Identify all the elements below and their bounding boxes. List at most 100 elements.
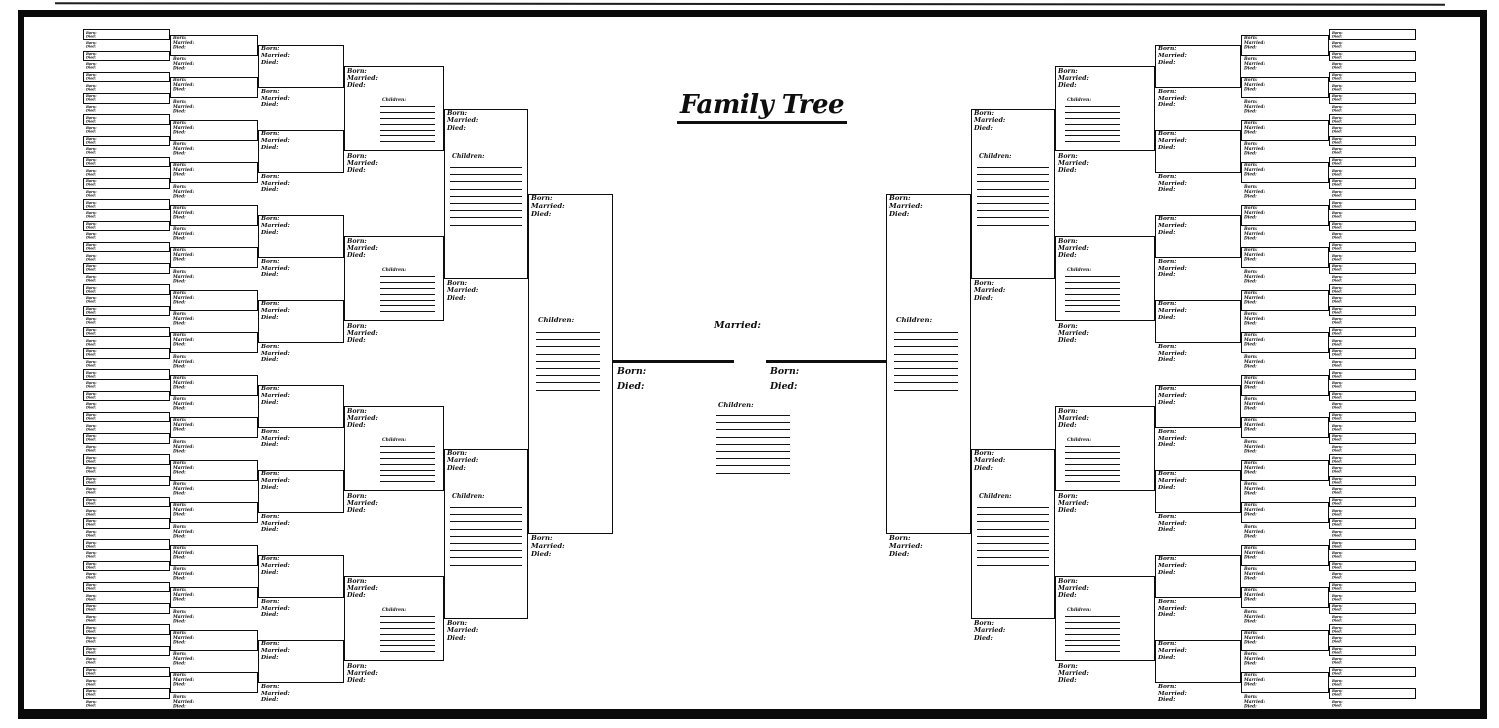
ancestor-couple-box <box>1329 496 1416 508</box>
children-writing-line <box>894 375 958 377</box>
ancestor-couple-box <box>1329 305 1416 317</box>
children-writing-line <box>380 129 435 131</box>
children-writing-line <box>977 535 1049 537</box>
center-children-writing-line <box>716 415 790 416</box>
ancestor-couple-box <box>1329 178 1416 189</box>
ancestor-couple-box <box>528 193 613 534</box>
ancestor-couple-box <box>170 77 258 99</box>
center-children-writing-line <box>716 465 790 467</box>
ancestor-couple-box <box>1241 77 1329 99</box>
ancestor-couple-box <box>1329 220 1416 232</box>
children-writing-line <box>380 633 435 635</box>
children-label: Children: <box>979 492 1012 500</box>
children-writing-line <box>977 195 1049 197</box>
children-writing-line <box>450 217 522 219</box>
ancestor-couple-box <box>971 108 1055 279</box>
children-writing-line <box>1065 123 1120 125</box>
children-writing-line <box>1065 129 1120 131</box>
ancestor-couple-box <box>83 433 170 444</box>
children-writing-line <box>1065 311 1120 313</box>
children-writing-line <box>977 542 1049 544</box>
ancestor-couple-box <box>170 34 258 56</box>
children-writing-line <box>380 639 435 641</box>
children-writing-line <box>977 506 1049 508</box>
ancestor-couple-box <box>1329 114 1416 125</box>
children-writing-line <box>450 557 522 559</box>
ancestor-couple-box <box>83 624 170 635</box>
ancestor-couple-box <box>1329 539 1416 550</box>
children-writing-line <box>380 112 435 114</box>
ancestor-couple-box <box>344 406 444 492</box>
ancestor-couple-box <box>83 348 170 359</box>
children-writing-line <box>1065 135 1120 137</box>
ancestor-couple-box <box>83 326 170 338</box>
ancestor-couple-box <box>1329 581 1416 593</box>
children-writing-line <box>1065 118 1120 120</box>
scan-edge-line <box>54 2 1446 6</box>
children-writing-line <box>1065 276 1120 278</box>
children-writing-line <box>450 521 522 523</box>
children-writing-line <box>1065 469 1120 471</box>
ancestor-couple-box <box>258 555 344 598</box>
ancestor-couple-box <box>1329 29 1416 40</box>
ancestor-couple-box <box>1241 459 1329 481</box>
ancestor-couple-box <box>170 332 258 354</box>
children-writing-line <box>977 210 1049 212</box>
ancestor-couple-box <box>83 369 170 380</box>
children-writing-line <box>450 514 522 516</box>
father-born-died-label: Born: Died: <box>617 366 647 392</box>
ancestor-couple-box <box>170 672 258 694</box>
ancestor-couple-box <box>1241 204 1329 226</box>
children-label: Children: <box>452 492 485 500</box>
ancestor-couple-box <box>1055 406 1155 492</box>
ancestor-couple-box <box>1055 576 1155 662</box>
children-writing-line <box>450 202 522 204</box>
ancestor-couple-box <box>83 390 170 402</box>
ancestor-couple-box <box>83 645 170 657</box>
ancestor-couple-box <box>1241 247 1329 269</box>
ancestor-couple-box <box>83 603 170 614</box>
ancestor-couple-box <box>83 581 170 593</box>
children-writing-line <box>450 181 522 183</box>
children-writing-line <box>450 195 522 197</box>
children-label: Children: <box>382 607 407 613</box>
children-writing-line <box>450 542 522 544</box>
ancestor-couple-box <box>1241 332 1329 354</box>
children-writing-line <box>380 458 435 460</box>
ancestor-couple-box <box>1055 236 1155 322</box>
children-writing-line <box>450 174 522 176</box>
ancestor-couple-box <box>1155 215 1241 258</box>
ancestor-couple-box <box>1155 130 1241 173</box>
married-label: Married: <box>714 320 761 331</box>
children-writing-line <box>1065 645 1120 647</box>
ancestor-couple-box <box>1329 93 1416 104</box>
ancestor-couple-box <box>170 119 258 141</box>
children-writing-line <box>450 506 522 508</box>
ancestor-couple-box <box>1329 666 1416 678</box>
center-children-label: Children: <box>718 401 754 409</box>
center-children-writing-line <box>716 458 790 460</box>
center-children-writing-line <box>716 443 790 445</box>
children-writing-line <box>894 339 958 341</box>
children-label: Children: <box>979 152 1012 160</box>
ancestor-couple-box <box>1329 199 1416 210</box>
ancestor-couple-box <box>344 66 444 152</box>
ancestor-couple-box <box>1329 454 1416 465</box>
children-label: Children: <box>1067 97 1092 103</box>
children-writing-line <box>450 166 522 168</box>
children-writing-line <box>977 188 1049 190</box>
children-label: Children: <box>538 315 575 324</box>
children-writing-line <box>1065 651 1120 653</box>
ancestor-couple-box <box>83 518 170 529</box>
children-label: Children: <box>1067 267 1092 273</box>
children-writing-line <box>450 188 522 190</box>
children-writing-line <box>380 141 435 143</box>
ancestor-couple-box <box>1329 433 1416 444</box>
children-writing-line <box>1065 452 1120 454</box>
children-writing-line <box>1065 141 1120 143</box>
children-writing-line <box>1065 628 1120 630</box>
children-writing-line <box>894 360 958 362</box>
children-writing-line <box>1065 282 1120 284</box>
children-writing-line <box>1065 293 1120 295</box>
children-writing-line <box>894 331 958 333</box>
